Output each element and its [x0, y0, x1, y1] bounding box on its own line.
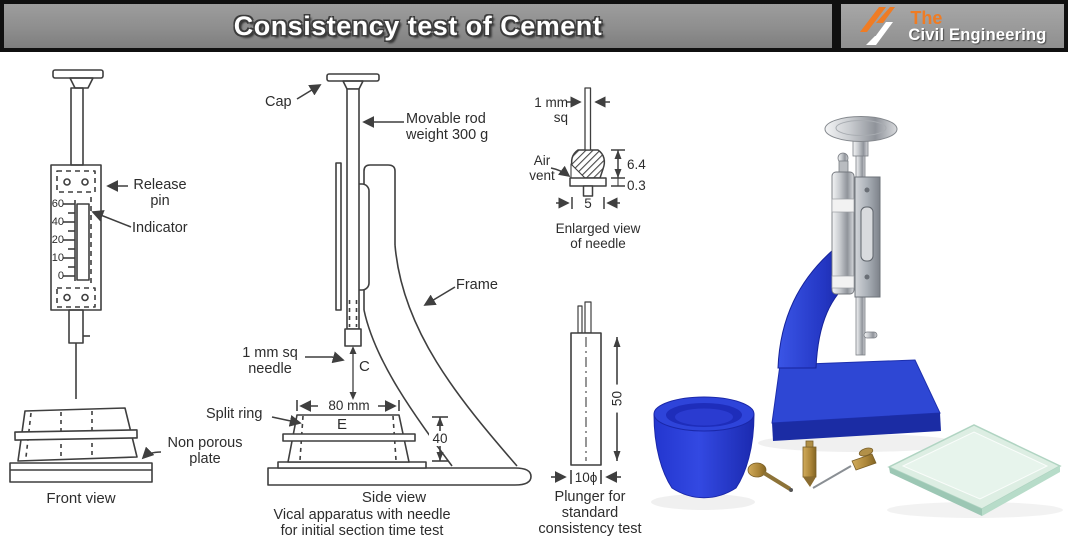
scale-tick-10: 10 [51, 252, 64, 264]
needle-holder [344, 328, 362, 347]
title-banner: Consistency test of Cement [0, 0, 836, 52]
air-vent-leader [550, 165, 571, 178]
plunger-drawing [551, 301, 621, 484]
point-e-label: E [337, 416, 348, 433]
front-view-drawing [9, 69, 162, 483]
pin-hole [63, 178, 71, 186]
photo-plunger-lying [747, 462, 767, 478]
logo-word-the: The [910, 7, 943, 28]
scale-tick-40: 40 [51, 216, 64, 228]
side-back-strip [335, 162, 342, 311]
side-cap-plate [326, 73, 380, 82]
apparatus-photo [651, 116, 1063, 518]
side-non-porous-plate [277, 461, 427, 469]
needle-stub [582, 185, 594, 197]
front-view-caption: Front view [46, 490, 116, 507]
page-title: Consistency test of Cement [233, 10, 603, 41]
movable-rod-label: Movable rod weight 300 g [406, 111, 489, 144]
front-cap-plate [52, 69, 104, 79]
front-release-pin-plate [56, 170, 96, 193]
cap-leader [296, 84, 322, 100]
pin-hole [81, 178, 89, 186]
frame-outer-curve [394, 244, 518, 467]
frame-label: Frame [456, 277, 498, 293]
photo-base-top [771, 359, 941, 424]
front-split-ring-bar [14, 429, 138, 441]
side-view-caption: Side view [361, 489, 427, 506]
cap-label: Cap [265, 94, 292, 110]
photo-rod-pin [863, 331, 878, 339]
needle-detail-drawing [550, 87, 625, 209]
needle-size-label: 1 mm sq [534, 95, 568, 126]
frame-column [363, 164, 396, 310]
release-pin-label: Release pin [133, 177, 187, 210]
dim-6-4-label: 6.4 [627, 157, 646, 172]
plunger-caption: Plunger for standard consistency test [538, 489, 642, 538]
photo-plunger-standing [802, 446, 817, 478]
photo-gauge-slot [860, 206, 874, 262]
needle-shank [584, 87, 592, 151]
side-movable-rod [346, 88, 360, 330]
front-indicator-bar [76, 203, 90, 281]
photo-needle [812, 465, 852, 489]
front-rod [70, 87, 84, 166]
dim-5-label: 5 [584, 196, 592, 211]
air-vent-label: Air vent [529, 153, 555, 184]
side-split-ring-bar [282, 433, 416, 442]
scale-tick-20: 20 [51, 234, 64, 246]
front-lower-rod [68, 309, 84, 344]
non-porous-plate-leader [141, 446, 162, 460]
side-view-drawing [267, 73, 532, 486]
dim-80mm-label: 80 mm [328, 398, 370, 413]
needle-leader [305, 351, 345, 364]
split-ring-label: Split ring [206, 406, 263, 422]
scale-tick-60: 60 [51, 198, 64, 210]
frame-inner-curve [363, 309, 453, 467]
front-lower-pin-plate [56, 287, 96, 308]
side-view-subcaption: Vical apparatus with needle for initial … [273, 507, 451, 540]
dim-40-label: 40 [429, 431, 451, 447]
scale-tick-0: 0 [57, 270, 64, 282]
photo-base-front [772, 413, 941, 441]
non-porous-plate-label: Non porous plate [167, 435, 243, 468]
logo-stripes-icon [860, 7, 896, 45]
needle-label: 1 mm sq needle [242, 345, 298, 378]
frame-leader [423, 286, 456, 306]
dim-50-label: 50 [609, 384, 625, 413]
indicator-leader [91, 210, 132, 228]
dim-10phi-label: 10ϕ [572, 470, 600, 486]
logo-text: The Civil Engineering [908, 9, 1046, 44]
logo-box: The Civil Engineering [836, 0, 1068, 52]
needle-detail-caption: Enlarged view of needle [555, 221, 641, 252]
side-cap-dome [342, 80, 364, 90]
photo-mould-bowl [653, 413, 755, 499]
split-ring-leader [271, 414, 302, 427]
side-base-plate [267, 467, 532, 486]
logo-word-civil-engineering: Civil Engineering [908, 25, 1047, 44]
dim-0-3-label: 0.3 [627, 178, 646, 193]
needle-flange [569, 177, 607, 187]
point-c-label: C [359, 358, 370, 375]
front-cap-dome [69, 77, 94, 89]
indicator-label: Indicator [132, 220, 188, 236]
front-base-plate [9, 462, 153, 483]
